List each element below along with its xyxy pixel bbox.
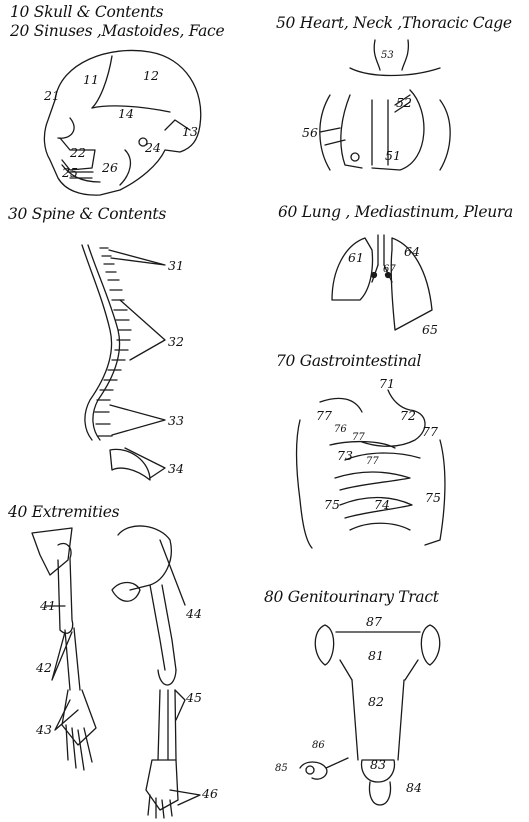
label-41: 41 bbox=[40, 598, 56, 613]
heading-gu: 80 Genitourinary Tract bbox=[264, 588, 439, 606]
label-42: 42 bbox=[36, 660, 52, 675]
label-52: 52 bbox=[396, 95, 412, 110]
label-51: 51 bbox=[385, 148, 401, 163]
label-77-left: 77 bbox=[316, 408, 332, 423]
label-84: 84 bbox=[406, 780, 422, 795]
label-53: 53 bbox=[381, 50, 394, 61]
extremities-drawing bbox=[32, 526, 200, 818]
spine-drawing bbox=[82, 245, 165, 480]
heading-spine: 30 Spine & Contents bbox=[8, 205, 166, 223]
label-45: 45 bbox=[186, 690, 202, 705]
label-77-mid: 77 bbox=[366, 456, 379, 467]
label-64: 64 bbox=[404, 244, 420, 259]
label-85: 85 bbox=[275, 763, 288, 774]
label-21: 21 bbox=[44, 88, 60, 103]
label-82: 82 bbox=[368, 694, 384, 709]
label-77-inner: 77 bbox=[352, 432, 365, 443]
label-74: 74 bbox=[374, 497, 390, 512]
label-44: 44 bbox=[186, 606, 202, 621]
label-72: 72 bbox=[400, 408, 416, 423]
label-34: 34 bbox=[168, 461, 184, 476]
heading-lung: 60 Lung , Mediastinum, Pleura bbox=[278, 203, 513, 221]
label-12: 12 bbox=[143, 68, 159, 83]
label-11: 11 bbox=[83, 72, 99, 87]
label-24: 24 bbox=[145, 140, 161, 155]
label-86: 86 bbox=[312, 740, 325, 751]
label-26: 26 bbox=[102, 160, 118, 175]
label-25: 25 bbox=[62, 165, 78, 180]
label-14: 14 bbox=[118, 106, 134, 121]
label-65: 65 bbox=[422, 322, 438, 337]
label-75-right: 75 bbox=[425, 490, 441, 505]
label-31: 31 bbox=[168, 258, 184, 273]
label-87: 87 bbox=[366, 614, 382, 629]
label-83: 83 bbox=[370, 757, 386, 772]
label-77-right: 77 bbox=[422, 424, 438, 439]
heading-gi: 70 Gastrointestinal bbox=[276, 352, 421, 370]
heading-sinuses: 20 Sinuses ,Mastoides, Face bbox=[10, 22, 224, 40]
label-61: 61 bbox=[348, 250, 364, 265]
heading-skull: 10 Skull & Contents bbox=[10, 3, 163, 21]
label-81: 81 bbox=[368, 648, 384, 663]
label-43: 43 bbox=[36, 722, 52, 737]
label-67: 67 bbox=[383, 264, 396, 275]
label-73: 73 bbox=[337, 448, 353, 463]
label-75-left: 75 bbox=[324, 497, 340, 512]
label-13: 13 bbox=[182, 124, 198, 139]
label-22: 22 bbox=[70, 145, 86, 160]
label-76: 76 bbox=[334, 424, 347, 435]
label-33: 33 bbox=[168, 413, 184, 428]
label-56: 56 bbox=[302, 125, 318, 140]
heading-heart: 50 Heart, Neck ,Thoracic Cage bbox=[276, 14, 512, 32]
label-32: 32 bbox=[168, 334, 184, 349]
label-71: 71 bbox=[379, 376, 395, 391]
heading-extremities: 40 Extremities bbox=[8, 503, 119, 521]
label-46: 46 bbox=[202, 786, 218, 801]
